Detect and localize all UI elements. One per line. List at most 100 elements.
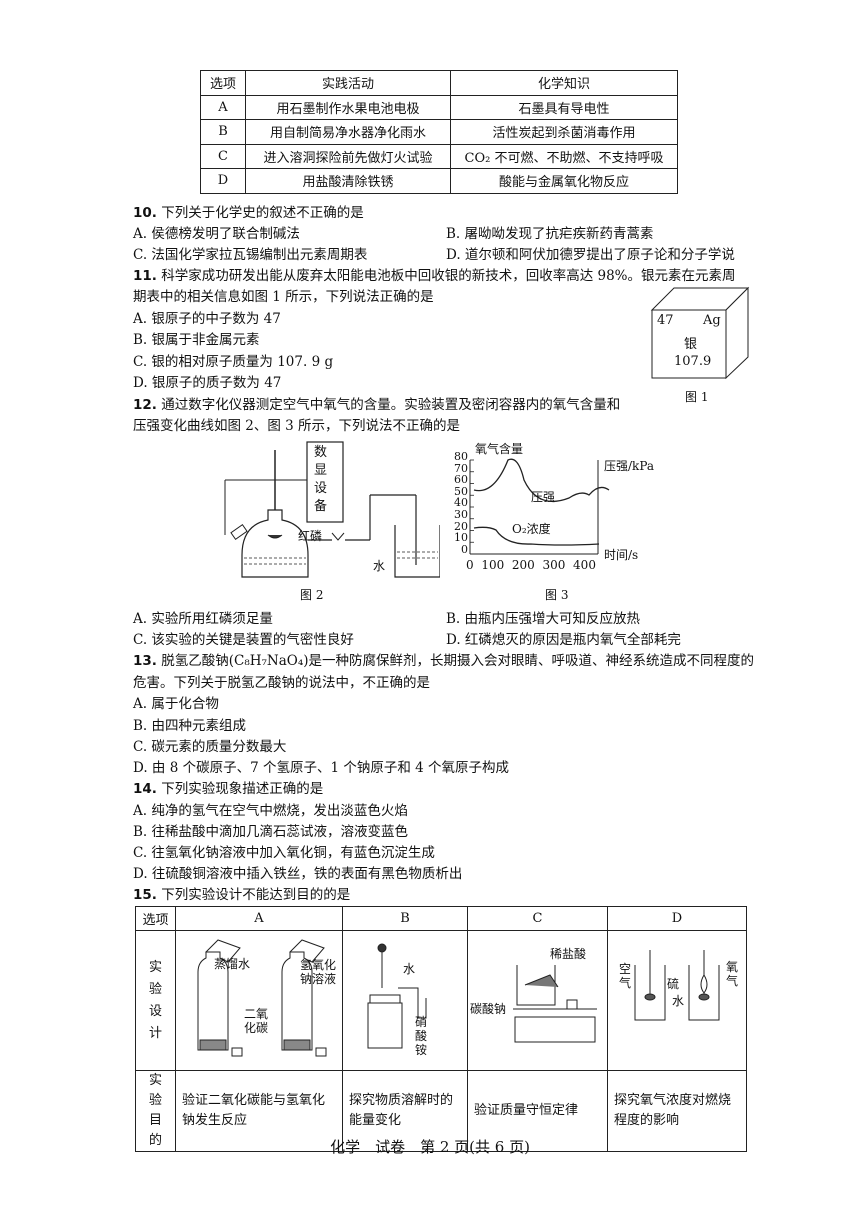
y-tick: 0 xyxy=(461,542,468,556)
table-cell: B xyxy=(200,119,246,145)
table-row: A 用石墨制作水果电池电极 石墨具有导电性 xyxy=(200,94,678,120)
option-c: C. 银的相对原子质量为 107. 9 g xyxy=(133,354,334,370)
question-stem: 下列关于化学史的叙述不正确的是 xyxy=(161,205,364,221)
question-stem: 科学家成功研发出能从废弃太阳能电池板中回收银的新技术，回收率高达 98%。银元素… xyxy=(161,268,736,284)
label-hcl: 稀盐酸 xyxy=(550,947,587,961)
table-cell: 用石墨制作水果电池电极 xyxy=(245,94,451,120)
label-sodium-carbonate: 碳酸钠 xyxy=(470,1002,507,1016)
option-a: A. 实验所用红磷须足量 xyxy=(133,611,273,627)
y-tick: 80 xyxy=(454,450,468,463)
label-naoh: 氢氧化钠溶液 xyxy=(300,958,337,986)
label-ammonium-nitrate: 硝酸铵 xyxy=(415,1015,428,1057)
option-d: D. 银原子的质子数为 47 xyxy=(133,375,282,391)
y-axis-label: 氧气含量 xyxy=(475,442,524,456)
table-header-row: 选项 A B C D xyxy=(135,906,747,931)
question-stem: 通过数字化仪器测定空气中氧气的含量。实验装置及密闭容器内的氧气含量和 xyxy=(161,397,621,413)
question-number: 15. xyxy=(133,887,157,903)
option-a: A. 侯德榜发明了联合制碱法 xyxy=(133,226,300,242)
table-cell: 活性炭起到杀菌消毒作用 xyxy=(450,119,678,145)
x-tick: 400 xyxy=(573,558,596,572)
y2-axis-label: 压强/kPa xyxy=(604,459,655,473)
question-stem-cont: 危害。下列关于脱氢乙酸钠的说法中，不正确的是 xyxy=(133,675,430,691)
label-co2: 二氧化碳 xyxy=(244,1007,269,1035)
question-10: 10. 下列关于化学史的叙述不正确的是 xyxy=(133,203,364,223)
table-cell: CO₂ 不可燃、不助燃、不支持呼吸 xyxy=(450,143,678,169)
table-cell: 酸能与金属氧化物反应 xyxy=(450,168,678,194)
device-char: 设 xyxy=(314,481,328,496)
table-cell: 石墨具有导电性 xyxy=(450,94,678,120)
label-water: 水 xyxy=(403,962,416,976)
y-tick-labels: 80 70 60 50 40 30 20 10 0 xyxy=(452,451,468,555)
question-number: 12. xyxy=(133,397,157,413)
label-oxygen: 氧气 xyxy=(726,960,739,988)
label-distilled-water: 蒸馏水 xyxy=(214,957,251,971)
table-header-cell: C xyxy=(467,906,608,931)
option-a: A. 属于化合物 xyxy=(133,696,219,712)
table-row: D 用盐酸清除铁锈 酸能与金属氧化物反应 xyxy=(200,168,678,194)
option-d: D. 由 8 个碳原子、7 个氢原子、1 个钠原子和 4 个氧原子构成 xyxy=(133,760,510,776)
device-label: 数 显 设 备 xyxy=(314,444,330,516)
water-label: 水 xyxy=(373,559,386,573)
pressure-curve-label: 压强 xyxy=(531,490,556,504)
experiment-table: 选项 A B C D 实验设计 实验目的 验证二氧化碳能与氢氧化钠发生反应 探究… xyxy=(135,906,747,1152)
element-cell-figure xyxy=(650,286,750,380)
question-number: 11. xyxy=(133,268,157,284)
x-tick: 200 xyxy=(511,558,535,572)
option-b: B. 银属于非金属元素 xyxy=(133,332,260,348)
y-tick: 20 xyxy=(454,519,468,533)
option-b: B. 往稀盐酸中滴加几滴石蕊试液，溶液变蓝色 xyxy=(133,824,409,840)
table-header-cell: 选项 xyxy=(135,906,176,931)
x-tick: 300 xyxy=(542,558,566,572)
label-air: 空气 xyxy=(619,962,632,990)
table-cell: 探究氧气浓度对燃烧程度的影响 xyxy=(607,1070,747,1152)
pressure-chart xyxy=(469,458,610,555)
row-label: 实验设计 xyxy=(135,930,176,1071)
question-number: 13. xyxy=(133,653,157,669)
atomic-mass: 107.9 xyxy=(674,354,712,369)
x-axis-label: 时间/s xyxy=(604,548,639,562)
table-header-cell: A xyxy=(175,906,343,931)
combustion-drawing xyxy=(634,950,720,1021)
atomic-number: 47 xyxy=(657,313,674,328)
y-tick: 30 xyxy=(454,507,468,521)
table-cell: 探究物质溶解时的能量变化 xyxy=(342,1070,468,1152)
table-cell: 验证二氧化碳能与氢氧化钠发生反应 xyxy=(175,1070,343,1152)
question-stem: 下列实验现象描述正确的是 xyxy=(161,781,324,797)
table-row: 实验设计 xyxy=(135,930,747,1071)
table-header-cell: 实践活动 xyxy=(245,70,451,96)
option-c: C. 碳元素的质量分数最大 xyxy=(133,739,287,755)
option-c: C. 法国化学家拉瓦锡编制出元素周期表 xyxy=(133,247,368,263)
table-row: C 进入溶洞探险前先做灯火试验 CO₂ 不可燃、不助燃、不支持呼吸 xyxy=(200,143,678,169)
option-d: D. 红磷熄灭的原因是瓶内氧气全部耗完 xyxy=(446,632,681,648)
balance-drawing xyxy=(513,965,597,1043)
element-name: 银 xyxy=(684,337,698,352)
table-header-cell: D xyxy=(607,906,747,931)
x-tick: 100 xyxy=(481,558,505,572)
x-tick-labels: 0 100 200 300 400 xyxy=(466,558,596,572)
question-number: 10. xyxy=(133,205,157,221)
table-cell: 用自制简易净水器净化雨水 xyxy=(245,119,451,145)
question-14: 14. 下列实验现象描述正确的是 xyxy=(133,779,323,799)
figure-caption: 图 3 xyxy=(545,588,569,602)
option-c: C. 该实验的关键是装置的气密性良好 xyxy=(133,632,354,648)
design-d-cell xyxy=(607,930,747,1071)
device-char: 数 xyxy=(314,445,328,460)
question-12: 12. 通过数字化仪器测定空气中氧气的含量。实验装置及密闭容器内的氧气含量和 xyxy=(133,395,620,415)
question-11: 11. 科学家成功研发出能从废弃太阳能电池板中回收银的新技术，回收率高达 98%… xyxy=(133,266,736,286)
option-b: B. 屠呦呦发现了抗疟疾新药青蒿素 xyxy=(446,226,654,242)
apparatus-figure xyxy=(224,441,440,578)
figure-caption: 图 1 xyxy=(685,390,709,404)
x-tick: 0 xyxy=(466,558,474,572)
label-water-d: 水 xyxy=(672,994,685,1008)
table-header-cell: 化学知识 xyxy=(450,70,678,96)
table-cell: 用盐酸清除铁锈 xyxy=(245,168,451,194)
question-stem-cont: 压强变化曲线如图 2、图 3 所示，下列说法不正确的是 xyxy=(133,418,461,434)
question-15: 15. 下列实验设计不能达到目的的是 xyxy=(133,885,350,905)
table-cell: C xyxy=(200,143,246,169)
label-sulfur: 硫 xyxy=(667,977,680,991)
device-char: 备 xyxy=(314,499,328,514)
device-char: 显 xyxy=(314,463,328,478)
phosphorus-label: 红磷 xyxy=(298,529,323,543)
option-a: A. 银原子的中子数为 47 xyxy=(133,311,281,327)
table-cell: D xyxy=(200,168,246,194)
